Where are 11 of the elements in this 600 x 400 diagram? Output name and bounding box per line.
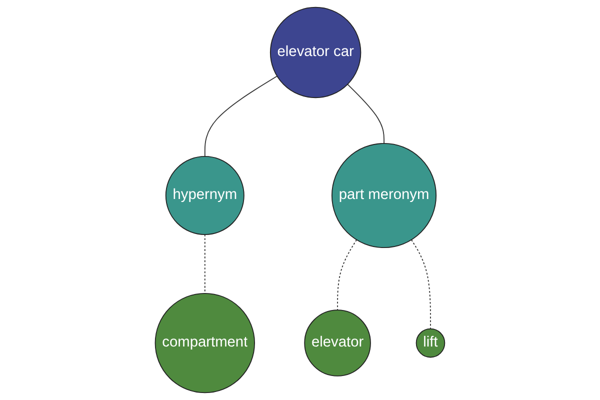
node-circle: lift — [416, 328, 446, 358]
connector — [337, 239, 358, 311]
node-circle: elevator car — [270, 6, 362, 98]
connector — [347, 84, 384, 144]
node-circle: part meronym — [332, 142, 437, 248]
connector — [204, 76, 278, 157]
node-circle: hypernym — [165, 156, 244, 236]
connector — [411, 239, 431, 330]
node-circle: elevator — [304, 310, 371, 376]
node-circle: compartment — [154, 292, 256, 394]
connector — [204, 234, 206, 294]
